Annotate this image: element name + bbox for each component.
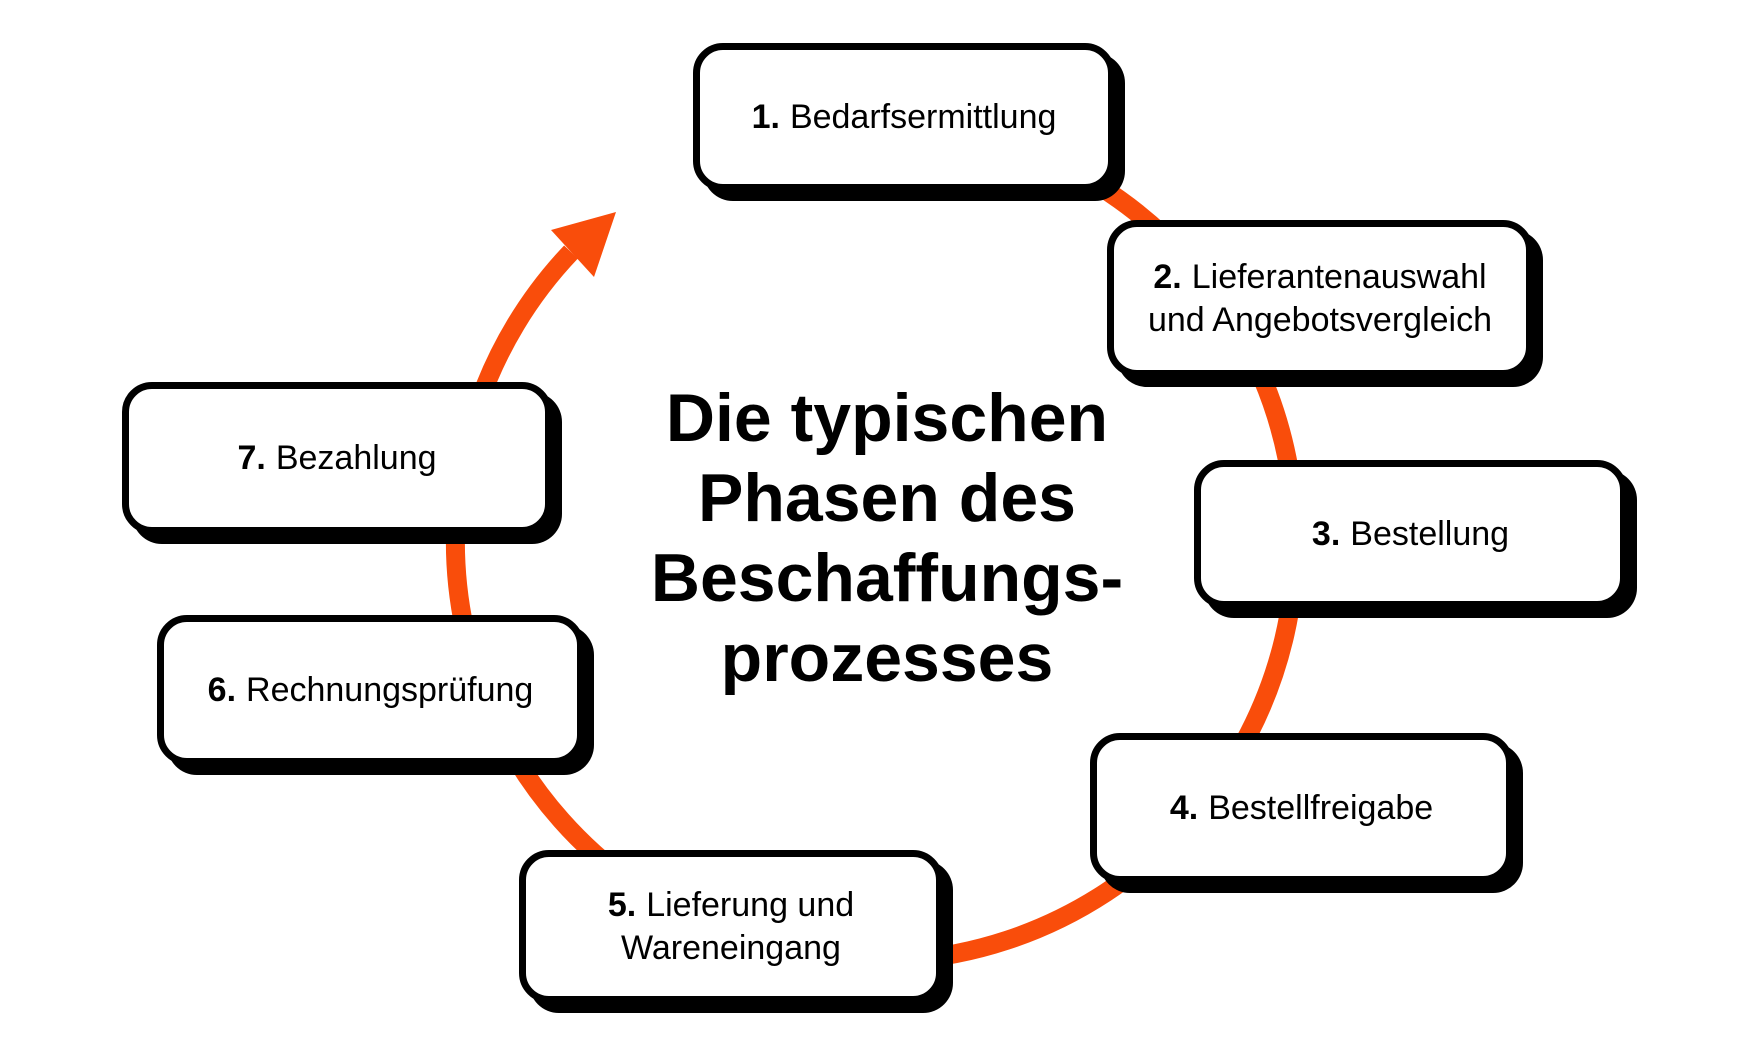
step-2-number: 2. (1153, 257, 1182, 296)
step-7-text: Bezahlung (275, 438, 437, 477)
step-5-box: 5.Lieferung und Wareneingang (519, 850, 943, 1003)
step-6-text: Rechnungsprüfung (246, 670, 534, 709)
step-5-text-line2: Wareneingang (621, 928, 841, 967)
step-3-box: 3.Bestellung (1194, 460, 1627, 608)
step-6-box: 6.Rechnungsprüfung (157, 615, 584, 765)
step-5-text-line1: Lieferung und (646, 885, 855, 924)
step-6-label: 6.Rechnungsprüfung (208, 669, 534, 712)
step-2-text-line1: Lieferantenauswahl (1191, 257, 1487, 296)
step-7-box: 7.Bezahlung (122, 382, 552, 534)
title-line-1: Die typischen (665, 380, 1109, 456)
step-3-number: 3. (1311, 514, 1341, 553)
step-7-label: 7.Bezahlung (237, 437, 436, 480)
step-4-label: 4.Bestellfreigabe (1170, 787, 1433, 830)
step-3-text: Bestellung (1350, 514, 1510, 553)
step-1-number: 1. (751, 97, 780, 136)
step-1-box: 1.Bedarfsermittlung (693, 43, 1115, 191)
step-7-number: 7. (237, 438, 266, 477)
step-4-box: 4.Bestellfreigabe (1090, 733, 1513, 883)
step-4-text: Bestellfreigabe (1208, 788, 1434, 827)
step-1-text: Bedarfsermittlung (789, 97, 1057, 136)
step-2-label: 2.Lieferantenauswahl (1153, 256, 1486, 299)
step-5-label: 5.Lieferung und (608, 884, 854, 927)
step-4-number: 4. (1169, 788, 1199, 827)
step-1-label: 1.Bedarfsermittlung (752, 96, 1057, 139)
step-5-number: 5. (607, 885, 637, 924)
step-2-box: 2.Lieferantenauswahl und Angebotsverglei… (1107, 220, 1533, 377)
title-line-4: prozesses (720, 620, 1054, 696)
title-line-3: Beschaffungs- (650, 540, 1124, 616)
diagram-title: Die typischen Phasen des Beschaffungs- p… (637, 378, 1137, 698)
step-3-label: 3.Bestellung (1312, 513, 1509, 556)
step-6-number: 6. (207, 670, 237, 709)
cycle-arrowhead-icon (551, 212, 616, 277)
step-2-text-line2: und Angebotsvergleich (1147, 300, 1493, 339)
title-line-2: Phasen des (698, 460, 1076, 536)
